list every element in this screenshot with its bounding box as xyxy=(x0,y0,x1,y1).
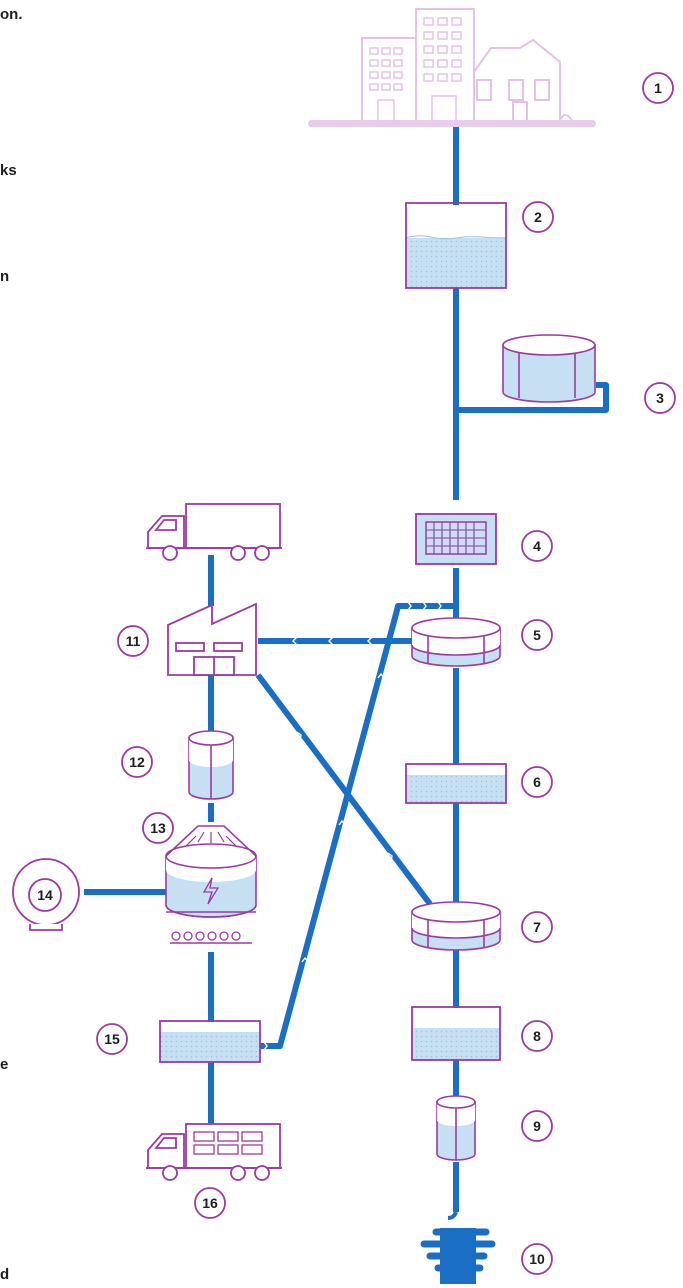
marker-number: 8 xyxy=(533,1028,541,1044)
step-marker-12: 12 xyxy=(121,746,153,778)
marker-circle xyxy=(521,1243,553,1275)
step-marker-15: 15 xyxy=(96,1023,128,1055)
marker-circle xyxy=(522,201,554,233)
tank-icon xyxy=(405,763,507,804)
truck-icon xyxy=(146,1123,282,1181)
marker-circle xyxy=(521,619,553,651)
marker-circle xyxy=(644,382,676,414)
pipe xyxy=(456,382,609,413)
arrow-icon xyxy=(377,672,385,679)
screen-filter-icon xyxy=(415,513,497,565)
tank-icon xyxy=(159,1020,261,1063)
marker-number: 7 xyxy=(533,919,541,935)
factory-icon xyxy=(167,602,257,676)
step-marker-7: 7 xyxy=(521,911,553,943)
arrow-icon xyxy=(422,601,427,611)
step-marker-11: 11 xyxy=(117,625,149,657)
step-marker-16: 16 xyxy=(194,1187,226,1219)
step-marker-10: 10 xyxy=(521,1243,553,1275)
step-marker-9: 9 xyxy=(521,1110,553,1142)
buildings-icon xyxy=(361,8,574,123)
arrow-icon xyxy=(263,1041,268,1051)
text-fragment: on. xyxy=(0,6,23,23)
truck-icon xyxy=(146,503,282,561)
marker-circle xyxy=(142,812,174,844)
marker-circle xyxy=(28,878,62,912)
storage-tank-icon xyxy=(502,334,596,403)
marker-circle xyxy=(521,766,553,798)
marker-circle xyxy=(194,1187,226,1219)
marker-number: 15 xyxy=(104,1031,120,1047)
text-fragment: e xyxy=(0,1056,9,1073)
arrow-icon xyxy=(292,636,298,646)
marker-circle xyxy=(121,746,153,778)
text-fragment: ks xyxy=(0,162,17,179)
marker-number: 9 xyxy=(533,1118,541,1134)
marker-number: 5 xyxy=(533,627,541,643)
water-outfall-icon xyxy=(420,1211,496,1284)
step-marker-14: 14 xyxy=(28,878,62,912)
arrow-icon xyxy=(296,731,302,741)
clarifier-icon xyxy=(411,617,501,667)
arrow-icon xyxy=(367,636,373,646)
marker-number: 13 xyxy=(150,820,166,836)
tank-icon xyxy=(405,202,507,289)
marker-number: 3 xyxy=(656,390,664,406)
step-marker-5: 5 xyxy=(521,619,553,651)
step-marker-13: 13 xyxy=(142,812,174,844)
arrow-icon xyxy=(387,852,393,862)
marker-number: 11 xyxy=(126,633,141,649)
marker-circle xyxy=(521,911,553,943)
clarifier-icon xyxy=(411,901,501,951)
marker-number: 6 xyxy=(533,774,541,790)
pipe xyxy=(255,673,433,906)
text-fragment: d xyxy=(0,1266,10,1283)
pipes xyxy=(84,126,609,1212)
ground-line xyxy=(308,120,596,127)
marker-number: 4 xyxy=(533,538,541,554)
tank-icon xyxy=(411,1006,501,1061)
marker-number: 14 xyxy=(37,887,53,903)
step-marker-1: 1 xyxy=(642,72,674,104)
arrow-icon xyxy=(338,819,346,826)
flow-arrows xyxy=(263,601,442,1051)
marker-number: 12 xyxy=(129,754,145,770)
marker-number: 16 xyxy=(202,1195,218,1211)
step-marker-6: 6 xyxy=(521,766,553,798)
arrow-icon xyxy=(437,601,442,611)
pipe xyxy=(260,603,456,1049)
arrow-icon xyxy=(407,601,412,611)
step-marker-4: 4 xyxy=(521,530,553,562)
cylinder-tank-icon xyxy=(188,730,234,800)
arrow-icon xyxy=(301,956,309,963)
marker-circle xyxy=(521,1110,553,1142)
marker-circle xyxy=(521,530,553,562)
step-marker-2: 2 xyxy=(522,201,554,233)
arrow-icon xyxy=(328,636,334,646)
marker-circle xyxy=(96,1023,128,1055)
marker-number: 10 xyxy=(529,1251,545,1267)
biogas-digester-icon xyxy=(165,825,257,944)
step-marker-8: 8 xyxy=(521,1020,553,1052)
marker-circle xyxy=(521,1020,553,1052)
marker-circle xyxy=(642,72,674,104)
marker-number: 2 xyxy=(534,209,542,225)
marker-number: 1 xyxy=(654,80,662,96)
step-marker-3: 3 xyxy=(644,382,676,414)
cylinder-tank-icon xyxy=(436,1095,476,1161)
text-fragment: n xyxy=(0,268,10,285)
marker-circle xyxy=(117,625,149,657)
